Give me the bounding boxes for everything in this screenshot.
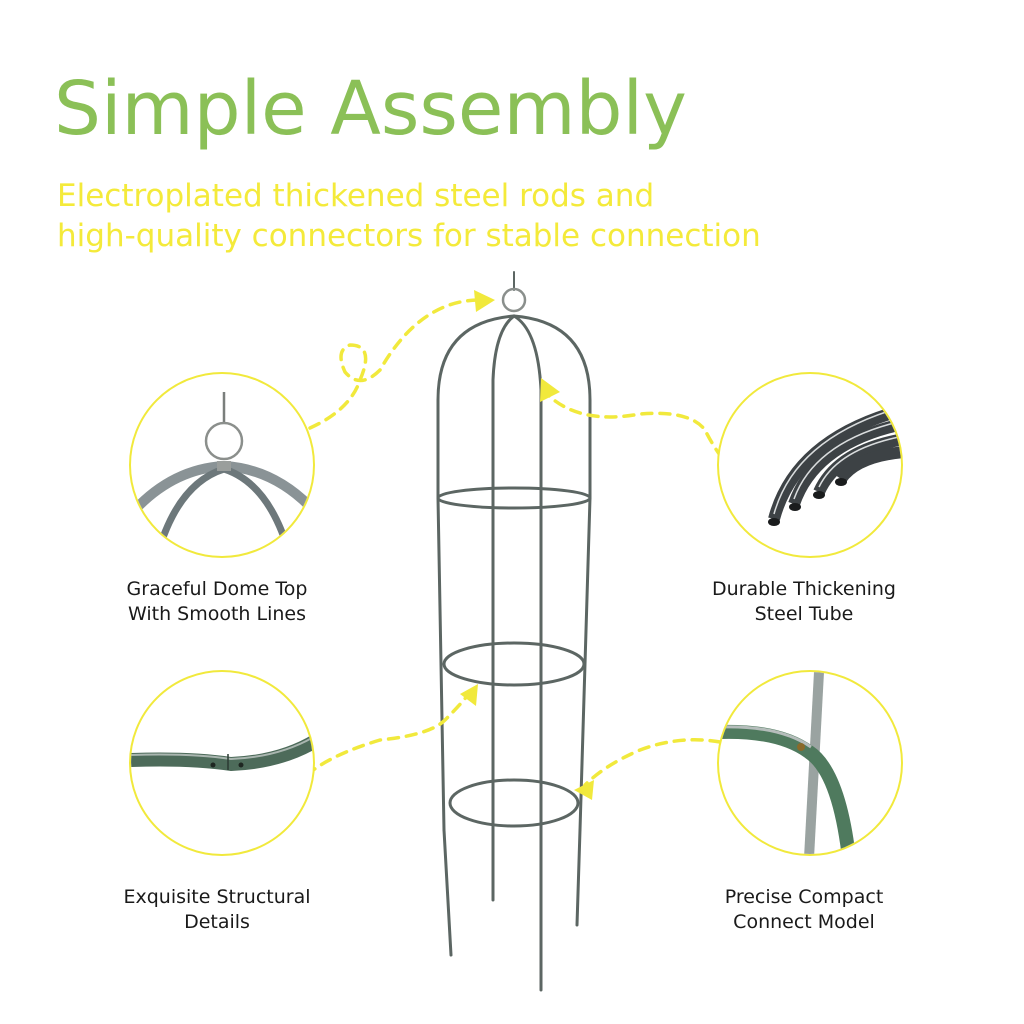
caption-line-2: Details: [184, 911, 250, 933]
dome-top-detail-circle: [129, 372, 315, 558]
feature-caption-steel-tube: Durable Thickening Steel Tube: [674, 577, 934, 627]
steel-tubes-icon: [768, 408, 901, 526]
feature-caption-structural-details: Exquisite Structural Details: [87, 885, 347, 935]
feature-caption-connect-model: Precise Compact Connect Model: [674, 885, 934, 935]
ring-joint-icon: [131, 734, 313, 772]
screw-connector-icon: [719, 672, 856, 854]
arrow-head-icon: [574, 780, 594, 800]
dashed-arrows: [305, 298, 747, 787]
trellis-frame: [436, 271, 592, 992]
caption-line-2: With Smooth Lines: [127, 603, 307, 625]
subtitle-line-1: Electroplated thickened steel rods and: [57, 178, 655, 214]
subtitle: Electroplated thickened steel rods and h…: [57, 176, 761, 256]
arrow-head-icon: [474, 290, 495, 312]
arrow-heads: [460, 290, 594, 800]
connector-detail-circle: [717, 670, 903, 856]
caption-line-1: Durable Thickening: [711, 578, 896, 600]
caption-line-1: Graceful Dome Top: [126, 578, 308, 600]
arrow-head-icon: [540, 378, 560, 402]
steel-tube-detail-circle: [717, 372, 903, 558]
caption-line-1: Precise Compact: [724, 886, 884, 908]
caption-line-2: Steel Tube: [754, 603, 854, 625]
feature-caption-dome-top: Graceful Dome Top With Smooth Lines: [87, 577, 347, 627]
arrow-head-icon: [460, 684, 478, 706]
subtitle-line-2: high-quality connectors for stable conne…: [57, 218, 761, 254]
page-title: Simple Assembly: [54, 66, 687, 152]
structural-detail-circle: [129, 670, 315, 856]
caption-line-1: Exquisite Structural: [123, 886, 311, 908]
caption-line-2: Connect Model: [733, 911, 875, 933]
dome-ring-icon: [131, 392, 313, 556]
